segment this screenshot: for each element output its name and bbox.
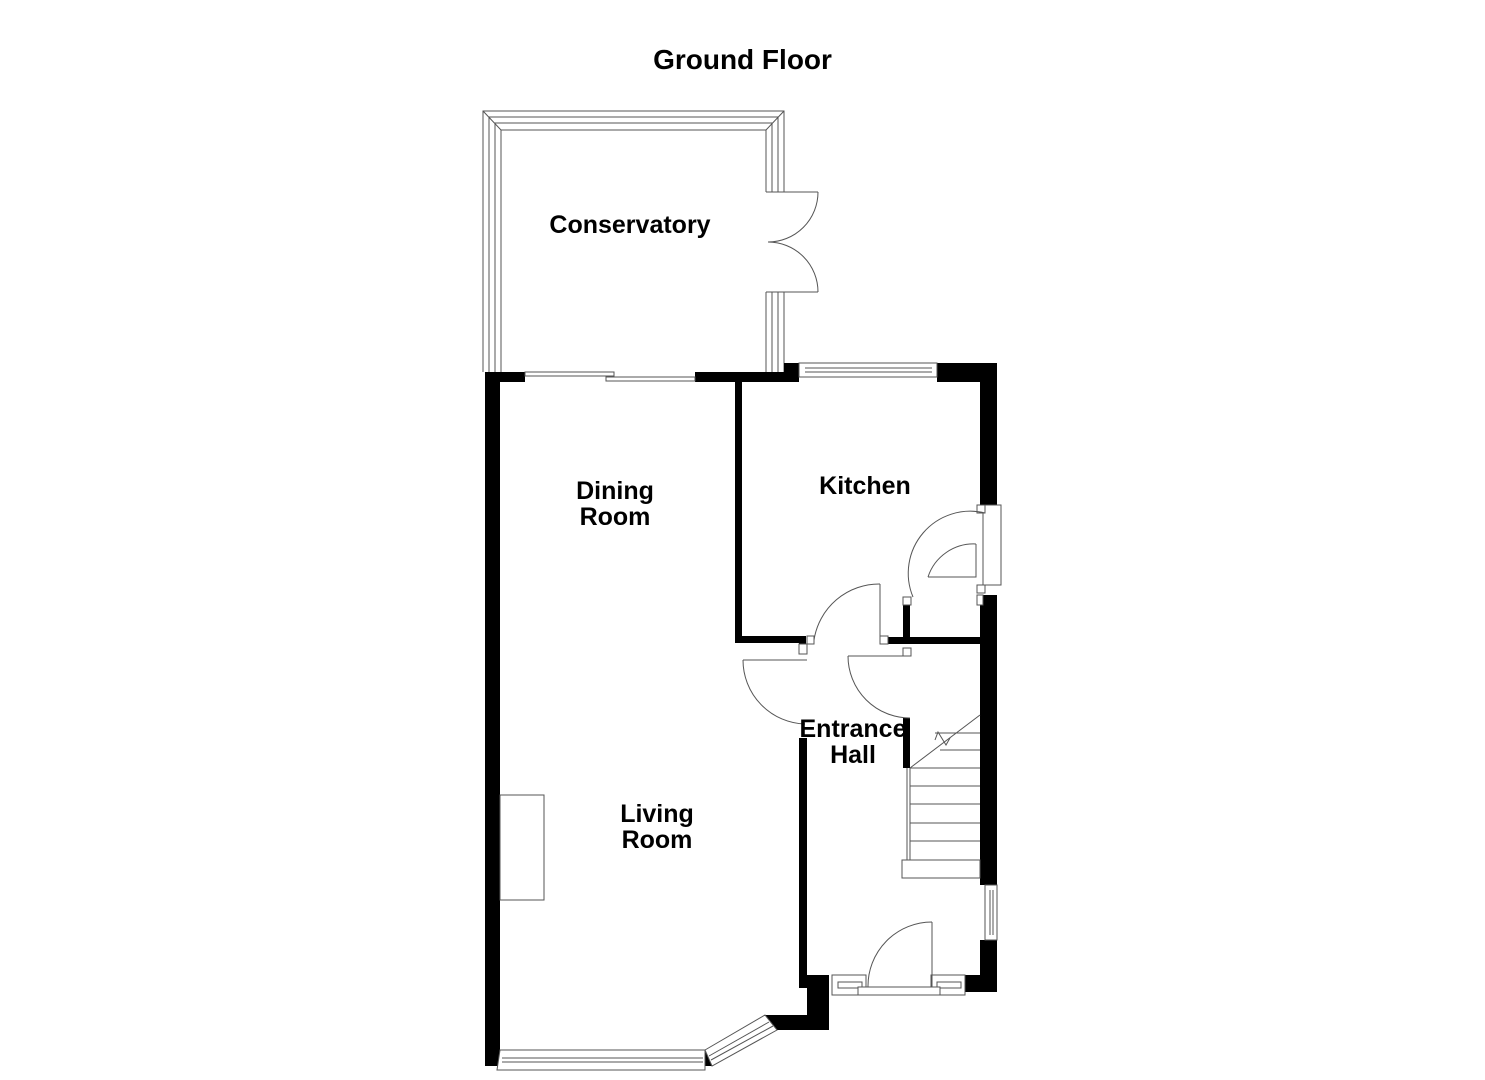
room-label-entrance-hall: Entrance Hall <box>799 715 907 769</box>
fireplace <box>499 794 545 901</box>
room-label-dining-room: Dining Room <box>576 477 654 531</box>
sliding-door <box>524 371 696 382</box>
hall-inner-door <box>847 647 912 719</box>
conservatory-french-doors <box>766 191 819 293</box>
room-label-living-room: Living Room <box>620 800 694 854</box>
kitchen-door <box>806 583 889 645</box>
staircase <box>901 714 981 879</box>
kitchen-window <box>798 362 938 378</box>
front-door <box>831 921 966 996</box>
bay-window <box>496 1014 778 1071</box>
hall-side-window <box>984 884 998 941</box>
conservatory-frame <box>482 110 785 372</box>
floor-title: Ground Floor <box>653 44 832 75</box>
kitchen-side-door <box>902 504 1002 606</box>
walls <box>485 363 997 1066</box>
room-label-kitchen: Kitchen <box>819 472 911 500</box>
living-door <box>742 643 808 725</box>
room-label-conservatory: Conservatory <box>549 211 711 239</box>
